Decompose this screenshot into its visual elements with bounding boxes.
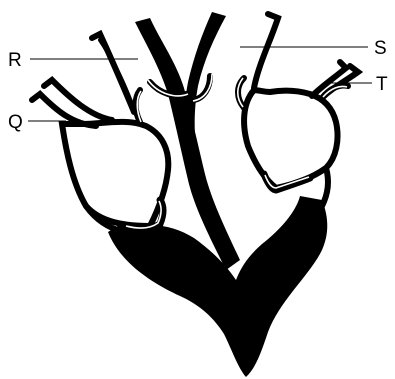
label-s: S [374,38,387,59]
right-vessel [183,12,226,150]
right-inflow-1 [254,14,278,88]
left-inflow-2 [44,80,112,120]
left-upper-vessel [92,34,134,112]
left-chamber [62,122,168,226]
right-chamber [244,90,337,188]
right-lower-link [322,168,328,206]
label-q: Q [8,112,23,133]
label-r: R [8,50,22,71]
label-t: T [376,74,388,95]
